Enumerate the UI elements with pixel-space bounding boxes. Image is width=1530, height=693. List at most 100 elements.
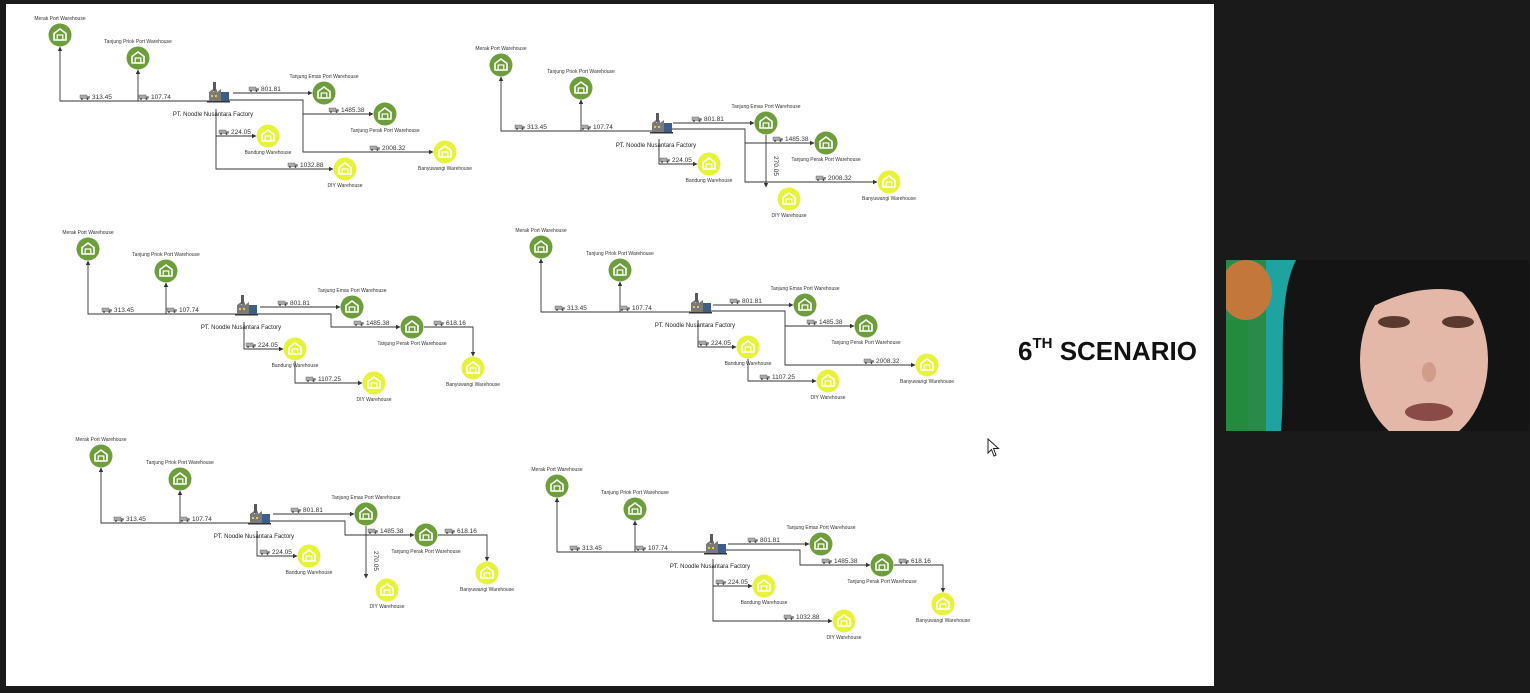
edge-5 bbox=[256, 531, 298, 559]
factory-icon bbox=[689, 293, 712, 314]
warehouse-icon bbox=[466, 361, 480, 374]
edge-label: 313.45 bbox=[582, 545, 602, 552]
node-tanjung-emas-port-warehouse bbox=[340, 295, 364, 319]
truck-icon bbox=[659, 157, 670, 163]
node-diy-warehouse bbox=[777, 187, 801, 211]
node-merak-port-warehouse bbox=[48, 23, 72, 47]
truck-icon bbox=[218, 129, 229, 135]
mouse-cursor-icon bbox=[987, 438, 1000, 457]
node-label: Tanjung Perak Port Warehouse bbox=[831, 340, 901, 346]
warehouse-icon bbox=[173, 472, 187, 485]
node-merak-port-warehouse bbox=[489, 53, 513, 77]
node-diy-warehouse bbox=[362, 371, 386, 395]
node-merak-port-warehouse bbox=[545, 474, 569, 498]
edge-label: 224.05 bbox=[711, 340, 731, 347]
node-tanjung-perak-port-warehouse bbox=[854, 314, 878, 338]
truck-icon bbox=[259, 549, 270, 555]
node-tanjung-emas-port-warehouse bbox=[312, 81, 336, 105]
edge-4 bbox=[724, 549, 871, 568]
truck-icon bbox=[444, 528, 455, 534]
warehouse-icon bbox=[261, 129, 275, 142]
warehouse-icon bbox=[782, 192, 796, 205]
truck-icon bbox=[328, 107, 339, 113]
edge-label: 224.05 bbox=[272, 549, 292, 556]
node-label: DIY Warehouse bbox=[369, 604, 404, 610]
edge-label: 107.74 bbox=[593, 124, 613, 131]
node-label: Merak Port Warehouse bbox=[531, 467, 582, 473]
truck-icon bbox=[277, 300, 288, 306]
edge-6 bbox=[784, 326, 916, 368]
warehouse-icon bbox=[757, 579, 771, 592]
edge-label: 2008.32 bbox=[828, 175, 852, 182]
node-label: Banyuwangi Warehouse bbox=[916, 618, 970, 624]
node-label: Tanjung Priok Port Warehouse bbox=[104, 39, 172, 45]
warehouse-icon bbox=[367, 376, 381, 389]
edge-label: 618.16 bbox=[911, 558, 931, 565]
truck-icon bbox=[79, 94, 90, 100]
node-label: Bandung Warehouse bbox=[686, 178, 733, 184]
edge-label: 1485.38 bbox=[834, 558, 858, 565]
truck-icon bbox=[898, 558, 909, 564]
edge-2 bbox=[617, 281, 697, 313]
node-label: Merak Port Warehouse bbox=[34, 16, 85, 22]
node-tanjung-perak-port-warehouse bbox=[400, 315, 424, 339]
edge-6 bbox=[424, 326, 476, 357]
node-tanjung-priok-port-warehouse bbox=[623, 497, 647, 521]
edge-label: 801.81 bbox=[303, 507, 323, 514]
node-merak-port-warehouse bbox=[89, 444, 113, 468]
node-banyuwangi-warehouse bbox=[877, 170, 901, 194]
warehouse-icon bbox=[821, 374, 835, 387]
warehouse-icon bbox=[702, 157, 716, 170]
node-bandung-warehouse bbox=[736, 335, 760, 359]
node-merak-port-warehouse bbox=[529, 235, 553, 259]
warehouse-icon bbox=[814, 537, 828, 550]
warehouse-icon bbox=[628, 502, 642, 515]
node-tanjung-priok-port-warehouse bbox=[569, 76, 593, 100]
node-label: Merak Port Warehouse bbox=[475, 46, 526, 52]
edge-label: 2008.32 bbox=[382, 145, 406, 152]
supply-chain-diagrams: 313.45 107.74 801.81 1485.38 224.05 2008.32 10… bbox=[34, 16, 970, 641]
warehouse-icon bbox=[380, 583, 394, 596]
edge-7 bbox=[747, 359, 817, 384]
warehouse-icon bbox=[405, 320, 419, 333]
node-label: Tanjung Perak Port Warehouse bbox=[377, 341, 447, 347]
node-bandung-warehouse bbox=[256, 124, 280, 148]
factory-label: PT. Noodle Nusantara Factory bbox=[616, 143, 696, 149]
edge-label: 107.74 bbox=[151, 94, 171, 101]
node-label: Tanjung Emas Port Warehouse bbox=[731, 104, 800, 110]
edge-label: 107.74 bbox=[632, 305, 652, 312]
node-label: Tanjung Emas Port Warehouse bbox=[786, 525, 855, 531]
node-bandung-warehouse bbox=[297, 544, 321, 568]
node-label: Tanjung Emas Port Warehouse bbox=[331, 495, 400, 501]
edge-6 bbox=[302, 114, 434, 155]
node-tanjung-emas-port-warehouse bbox=[754, 111, 778, 135]
warehouse-icon bbox=[936, 597, 950, 610]
truck-icon bbox=[635, 545, 646, 551]
edge-label: 618.16 bbox=[457, 528, 477, 535]
presentation-slide: 313.45 107.74 801.81 1485.38 224.05 2008.32 10… bbox=[6, 4, 1214, 686]
node-label: Merak Port Warehouse bbox=[75, 437, 126, 443]
node-tanjung-priok-port-warehouse bbox=[168, 467, 192, 491]
edge-label: 1485.38 bbox=[380, 528, 404, 535]
warehouse-icon bbox=[317, 86, 331, 99]
edge-7 bbox=[712, 586, 833, 624]
node-label: DIY Warehouse bbox=[810, 395, 845, 401]
edge-2 bbox=[163, 282, 243, 315]
warehouse-icon bbox=[480, 566, 494, 579]
factory-label: PT. Noodle Nusantara Factory bbox=[655, 323, 735, 329]
node-label: Tanjung Priok Port Warehouse bbox=[601, 490, 669, 496]
warehouse-icon bbox=[159, 264, 173, 277]
edge-label: 313.45 bbox=[126, 516, 146, 523]
truck-icon bbox=[166, 307, 177, 313]
edge-label: 1107.25 bbox=[772, 374, 795, 381]
truck-icon bbox=[113, 516, 124, 522]
warehouse-icon bbox=[419, 528, 433, 541]
edge-6 bbox=[744, 143, 878, 185]
edge-label: 313.45 bbox=[527, 124, 547, 131]
node-bandung-warehouse bbox=[283, 337, 307, 361]
warehouse-icon bbox=[798, 298, 812, 311]
edge-label: 801.81 bbox=[704, 116, 724, 123]
